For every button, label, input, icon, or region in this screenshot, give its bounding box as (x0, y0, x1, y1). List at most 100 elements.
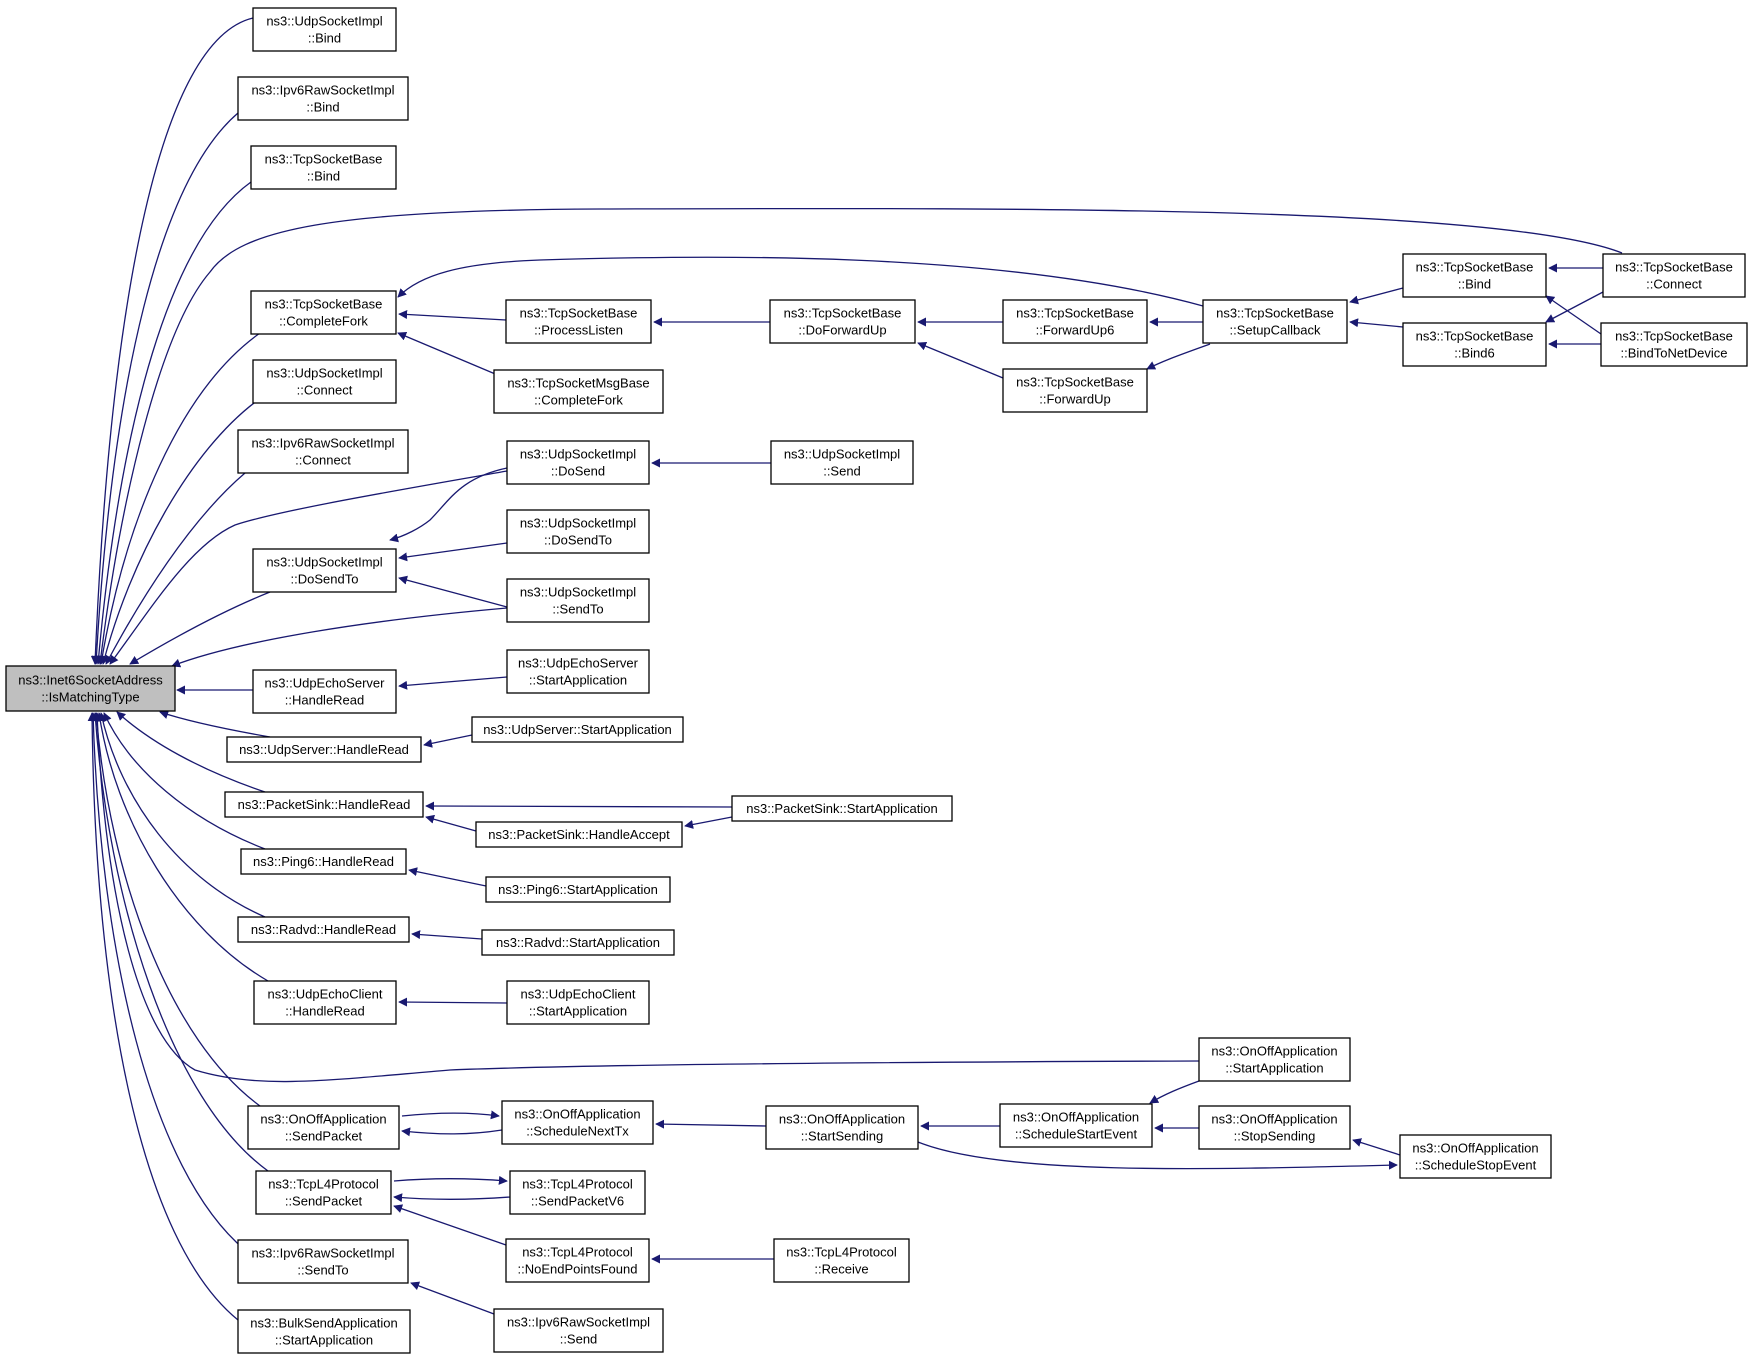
node-label-line: ::ScheduleStopEvent (1415, 1158, 1537, 1173)
node-label-line: ns3::TcpSocketBase (1615, 329, 1733, 344)
node-tcp-doforwardup[interactable]: ns3::TcpSocketBase::DoForwardUp (769, 299, 916, 344)
node-tcp-processlisten[interactable]: ns3::TcpSocketBase::ProcessListen (505, 299, 652, 344)
edge-processlisten (398, 309, 507, 321)
node-label-line: ns3::PacketSink::HandleAccept (488, 827, 670, 842)
node-box (1202, 299, 1348, 344)
node-label-line: ::HandleRead (285, 693, 365, 708)
edge-ipv6raw-send (410, 1281, 495, 1315)
node-packetsink-handleread[interactable]: ns3::PacketSink::HandleRead (224, 791, 424, 818)
node-label-line: ns3::OnOffApplication (1211, 1044, 1337, 1059)
node-udpecho-server-start[interactable]: ns3::UdpEchoServer::StartApplication (506, 649, 650, 694)
node-ping6-start[interactable]: ns3::Ping6::StartApplication (485, 876, 671, 903)
node-label-line: ns3::TcpSocketBase (784, 306, 902, 321)
node-udpserver-handleread[interactable]: ns3::UdpServer::HandleRead (226, 736, 422, 763)
edge-onoff-start (92, 712, 1200, 1083)
node-ipv6raw-bind[interactable]: ns3::Ipv6RawSocketImpl::Bind (237, 76, 409, 121)
node-focus[interactable]: ns3::Inet6SocketAddress::IsMatchingType (5, 665, 176, 712)
node-label-line: ns3::PacketSink::HandleRead (238, 797, 411, 812)
node-tcp-bind-mid[interactable]: ns3::TcpSocketBase::Bind (1402, 253, 1547, 298)
node-label-line: ::BindToNetDevice (1621, 346, 1728, 361)
node-udp-bind[interactable]: ns3::UdpSocketImpl::Bind (252, 7, 397, 52)
node-onoff-schedulestartevent[interactable]: ns3::OnOffApplication::ScheduleStartEven… (999, 1103, 1153, 1148)
node-packetsink-start[interactable]: ns3::PacketSink::StartApplication (731, 795, 953, 822)
node-tcpmsg-completefork[interactable]: ns3::TcpSocketMsgBase::CompleteFork (493, 369, 664, 414)
node-box (255, 1170, 392, 1215)
node-label-line: ns3::UdpSocketImpl (520, 447, 636, 462)
node-udpserver-start[interactable]: ns3::UdpServer::StartApplication (471, 716, 684, 743)
node-box (506, 980, 650, 1025)
node-tcp-bindtonetdevice[interactable]: ns3::TcpSocketBase::BindToNetDevice (1600, 322, 1748, 367)
edge-onoff-startapp-sse (1149, 1080, 1200, 1104)
node-tcp-connect[interactable]: ns3::TcpSocketBase::Connect (1602, 253, 1746, 298)
node-udp-send[interactable]: ns3::UdpSocketImpl::Send (770, 440, 914, 485)
edge-tcpl4-v6-sendpacket (393, 1193, 511, 1203)
node-ipv6raw-sendto[interactable]: ns3::Ipv6RawSocketImpl::SendTo (237, 1239, 409, 1284)
edge-ipv6raw-connect (105, 472, 246, 665)
node-label-line: ::SendTo (552, 602, 603, 617)
node-udp-sendto[interactable]: ns3::UdpSocketImpl::SendTo (506, 578, 650, 623)
node-label-line: ns3::TcpSocketBase (1216, 306, 1334, 321)
node-radvd-handleread[interactable]: ns3::Radvd::HandleRead (237, 916, 410, 943)
node-tcp-completefork[interactable]: ns3::TcpSocketBase::CompleteFork (250, 290, 397, 335)
node-box (250, 145, 397, 190)
node-onoff-startapplication[interactable]: ns3::OnOffApplication::StartApplication (1198, 1037, 1351, 1082)
node-packetsink-handleaccept[interactable]: ns3::PacketSink::HandleAccept (475, 821, 683, 848)
node-label-line: ns3::TcpL4Protocol (268, 1177, 379, 1192)
edge-onoff-sendpacket (92, 712, 261, 1107)
edge-udpserver (159, 710, 271, 738)
node-udpecho-client-handleread[interactable]: ns3::UdpEchoClient::HandleRead (253, 980, 397, 1025)
edge-forwardup (917, 341, 1004, 379)
node-udpecho-client-start[interactable]: ns3::UdpEchoClient::StartApplication (506, 980, 650, 1025)
node-tcpl4-receive[interactable]: ns3::TcpL4Protocol::Receive (773, 1238, 910, 1283)
edge-radvd-start (411, 930, 483, 940)
node-label-line: ns3::UdpServer::StartApplication (483, 722, 672, 737)
node-udp-connect[interactable]: ns3::UdpSocketImpl::Connect (252, 359, 397, 404)
node-radvd-start[interactable]: ns3::Radvd::StartApplication (481, 929, 675, 956)
node-label-line: ns3::UdpSocketImpl (266, 555, 382, 570)
node-box (475, 821, 683, 848)
node-udp-dosendto2[interactable]: ns3::UdpSocketImpl::DoSendTo (506, 509, 650, 554)
node-tcpl4-noendpointsfound[interactable]: ns3::TcpL4Protocol::NoEndPointsFound (505, 1238, 650, 1283)
node-ping6-handleread[interactable]: ns3::Ping6::HandleRead (240, 848, 407, 875)
node-label-line: ::ProcessListen (534, 323, 623, 338)
node-label-line: ::SendPacket (285, 1194, 363, 1209)
node-box (1600, 322, 1748, 367)
node-onoff-stopsending[interactable]: ns3::OnOffApplication::StopSending (1198, 1105, 1351, 1150)
node-label-line: ::DoSendTo (544, 533, 612, 548)
node-tcpl4-sendpacket[interactable]: ns3::TcpL4Protocol::SendPacket (255, 1170, 392, 1215)
node-label-line: ::Send (560, 1332, 598, 1347)
node-ipv6raw-send[interactable]: ns3::Ipv6RawSocketImpl::Send (493, 1308, 664, 1353)
node-box (506, 649, 650, 694)
node-tcp-bind6[interactable]: ns3::TcpSocketBase::Bind6 (1402, 322, 1547, 367)
node-onoff-schedulenexttx[interactable]: ns3::OnOffApplication::ScheduleNextTx (501, 1100, 654, 1145)
node-box (237, 429, 409, 474)
node-box (505, 1238, 650, 1283)
node-ipv6raw-connect[interactable]: ns3::Ipv6RawSocketImpl::Connect (237, 429, 409, 474)
edge-ipv6raw-bind (91, 112, 239, 665)
node-tcp-bind-left[interactable]: ns3::TcpSocketBase::Bind (250, 145, 397, 190)
node-box (769, 299, 916, 344)
edge-packetsink-accept (425, 814, 477, 832)
node-onoff-schedulestopevent[interactable]: ns3::OnOffApplication::ScheduleStopEvent (1399, 1134, 1552, 1179)
node-box (250, 290, 397, 335)
node-udp-dosend[interactable]: ns3::UdpSocketImpl::DoSend (506, 440, 650, 485)
node-onoff-startsending[interactable]: ns3::OnOffApplication::StartSending (765, 1105, 919, 1150)
node-udp-dosendto[interactable]: ns3::UdpSocketImpl::DoSendTo (252, 548, 397, 593)
node-tcp-forwardup[interactable]: ns3::TcpSocketBase::ForwardUp (1002, 368, 1148, 413)
edge-layer (87, 17, 1623, 1321)
node-label-line: ::Bind (1458, 277, 1491, 292)
node-bulksend-start[interactable]: ns3::BulkSendApplication::StartApplicati… (237, 1309, 411, 1354)
node-label-line: ns3::TcpSocketBase (265, 297, 383, 312)
node-box (1198, 1037, 1351, 1082)
node-box (224, 791, 424, 818)
node-tcp-forwardup6[interactable]: ns3::TcpSocketBase::ForwardUp6 (1002, 299, 1148, 344)
node-tcpl4-sendpacketv6[interactable]: ns3::TcpL4Protocol::SendPacketV6 (509, 1170, 646, 1215)
node-label-line: ::StopSending (1234, 1129, 1316, 1144)
node-udpecho-server-handleread[interactable]: ns3::UdpEchoServer::HandleRead (252, 669, 397, 714)
node-tcp-setupcallback[interactable]: ns3::TcpSocketBase::SetupCallback (1202, 299, 1348, 344)
edge-udp-dosendto (129, 591, 271, 665)
edge-tcp-bind-left (94, 181, 252, 665)
node-label-line: ::ScheduleStartEvent (1015, 1127, 1138, 1142)
node-box (1002, 299, 1148, 344)
node-onoff-sendpacket[interactable]: ns3::OnOffApplication::SendPacket (247, 1105, 400, 1150)
